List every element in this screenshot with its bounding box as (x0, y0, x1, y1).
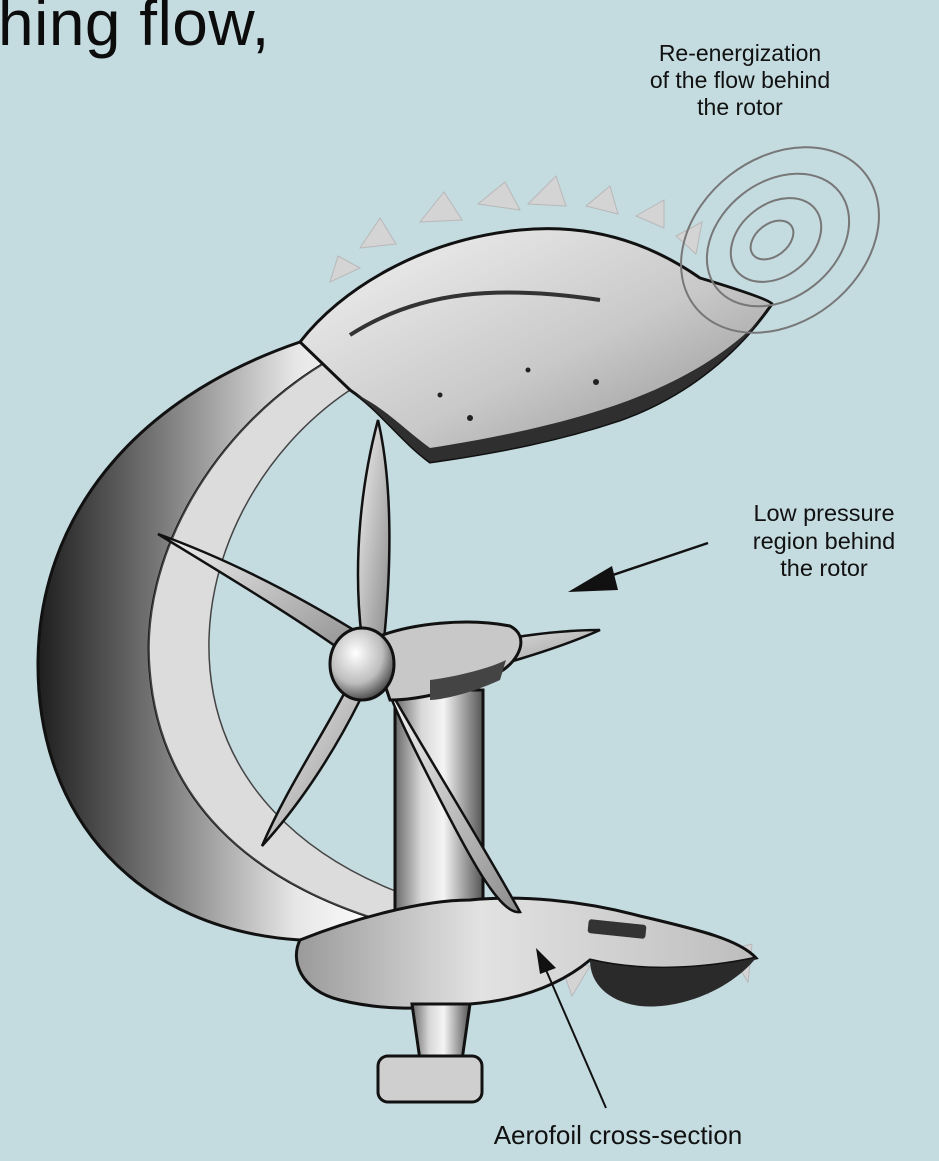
pointer-low-pressure (568, 543, 708, 592)
callout-low-pressure-line-2: region behind (704, 528, 939, 556)
blade-lower-left (262, 690, 360, 846)
tower-base-plate (378, 1056, 482, 1102)
rotor-hub (330, 628, 394, 700)
callout-low-pressure-line-3: the rotor (704, 555, 939, 583)
heading-fragment: hing flow, (0, 0, 270, 60)
callout-low-pressure: Low pressure region behind the rotor (704, 500, 939, 583)
callout-reenergization-line-3: the rotor (590, 94, 890, 121)
callout-low-pressure-line-1: Low pressure (704, 500, 939, 528)
callout-reenergization-line-2: of the flow behind (590, 67, 890, 94)
callout-aerofoil: Aerofoil cross-section (378, 1120, 858, 1151)
upper-shroud (300, 229, 772, 462)
blade-upper (358, 420, 389, 640)
tower-base-neck (412, 1004, 470, 1060)
callout-reenergization: Re-energization of the flow behind the r… (590, 40, 890, 121)
callout-reenergization-line-1: Re-energization (590, 40, 890, 67)
